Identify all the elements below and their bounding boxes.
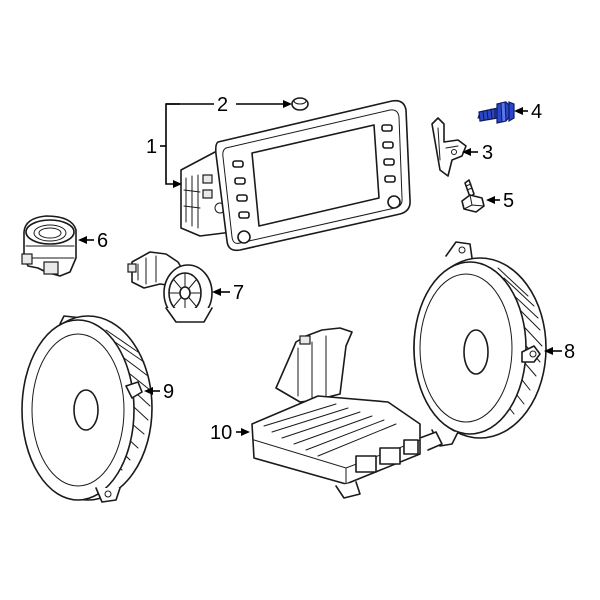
amplifier-part[interactable] [251, 327, 443, 499]
display-unit-part[interactable] [180, 99, 411, 252]
bracket-part[interactable] [431, 117, 467, 177]
callout-10-label: 10 [210, 422, 232, 444]
right-speaker-part[interactable] [413, 241, 547, 447]
callout-6-label: 6 [97, 230, 108, 252]
callout-1: 1 [146, 103, 182, 188]
callout-3: 3 [462, 142, 493, 164]
callout-8-label: 8 [564, 341, 575, 363]
left-speaker-part[interactable] [21, 315, 153, 503]
callout-2-label: 2 [217, 94, 228, 116]
callout-5-label: 5 [503, 190, 514, 212]
screw-part[interactable] [461, 179, 485, 213]
callout-7-label: 7 [233, 282, 244, 304]
callout-5: 5 [486, 190, 514, 212]
callout-4-label: 4 [531, 101, 542, 123]
callout-1-label: 1 [146, 136, 157, 158]
callout-7: 7 [212, 282, 244, 304]
callout-9: 9 [144, 381, 174, 403]
cushion-cap-part[interactable] [291, 97, 309, 111]
callout-4: 4 [514, 101, 542, 123]
bolt-part-highlighted[interactable] [477, 101, 515, 124]
tweeter-part[interactable] [21, 215, 77, 277]
callout-2: 2 [166, 94, 292, 116]
callout-9-label: 9 [163, 381, 174, 403]
tweeter-bracket-part[interactable] [127, 251, 213, 323]
callout-8: 8 [544, 341, 575, 363]
callout-6: 6 [78, 230, 108, 252]
callout-3-label: 3 [482, 142, 493, 164]
callout-10: 10 [210, 422, 250, 444]
